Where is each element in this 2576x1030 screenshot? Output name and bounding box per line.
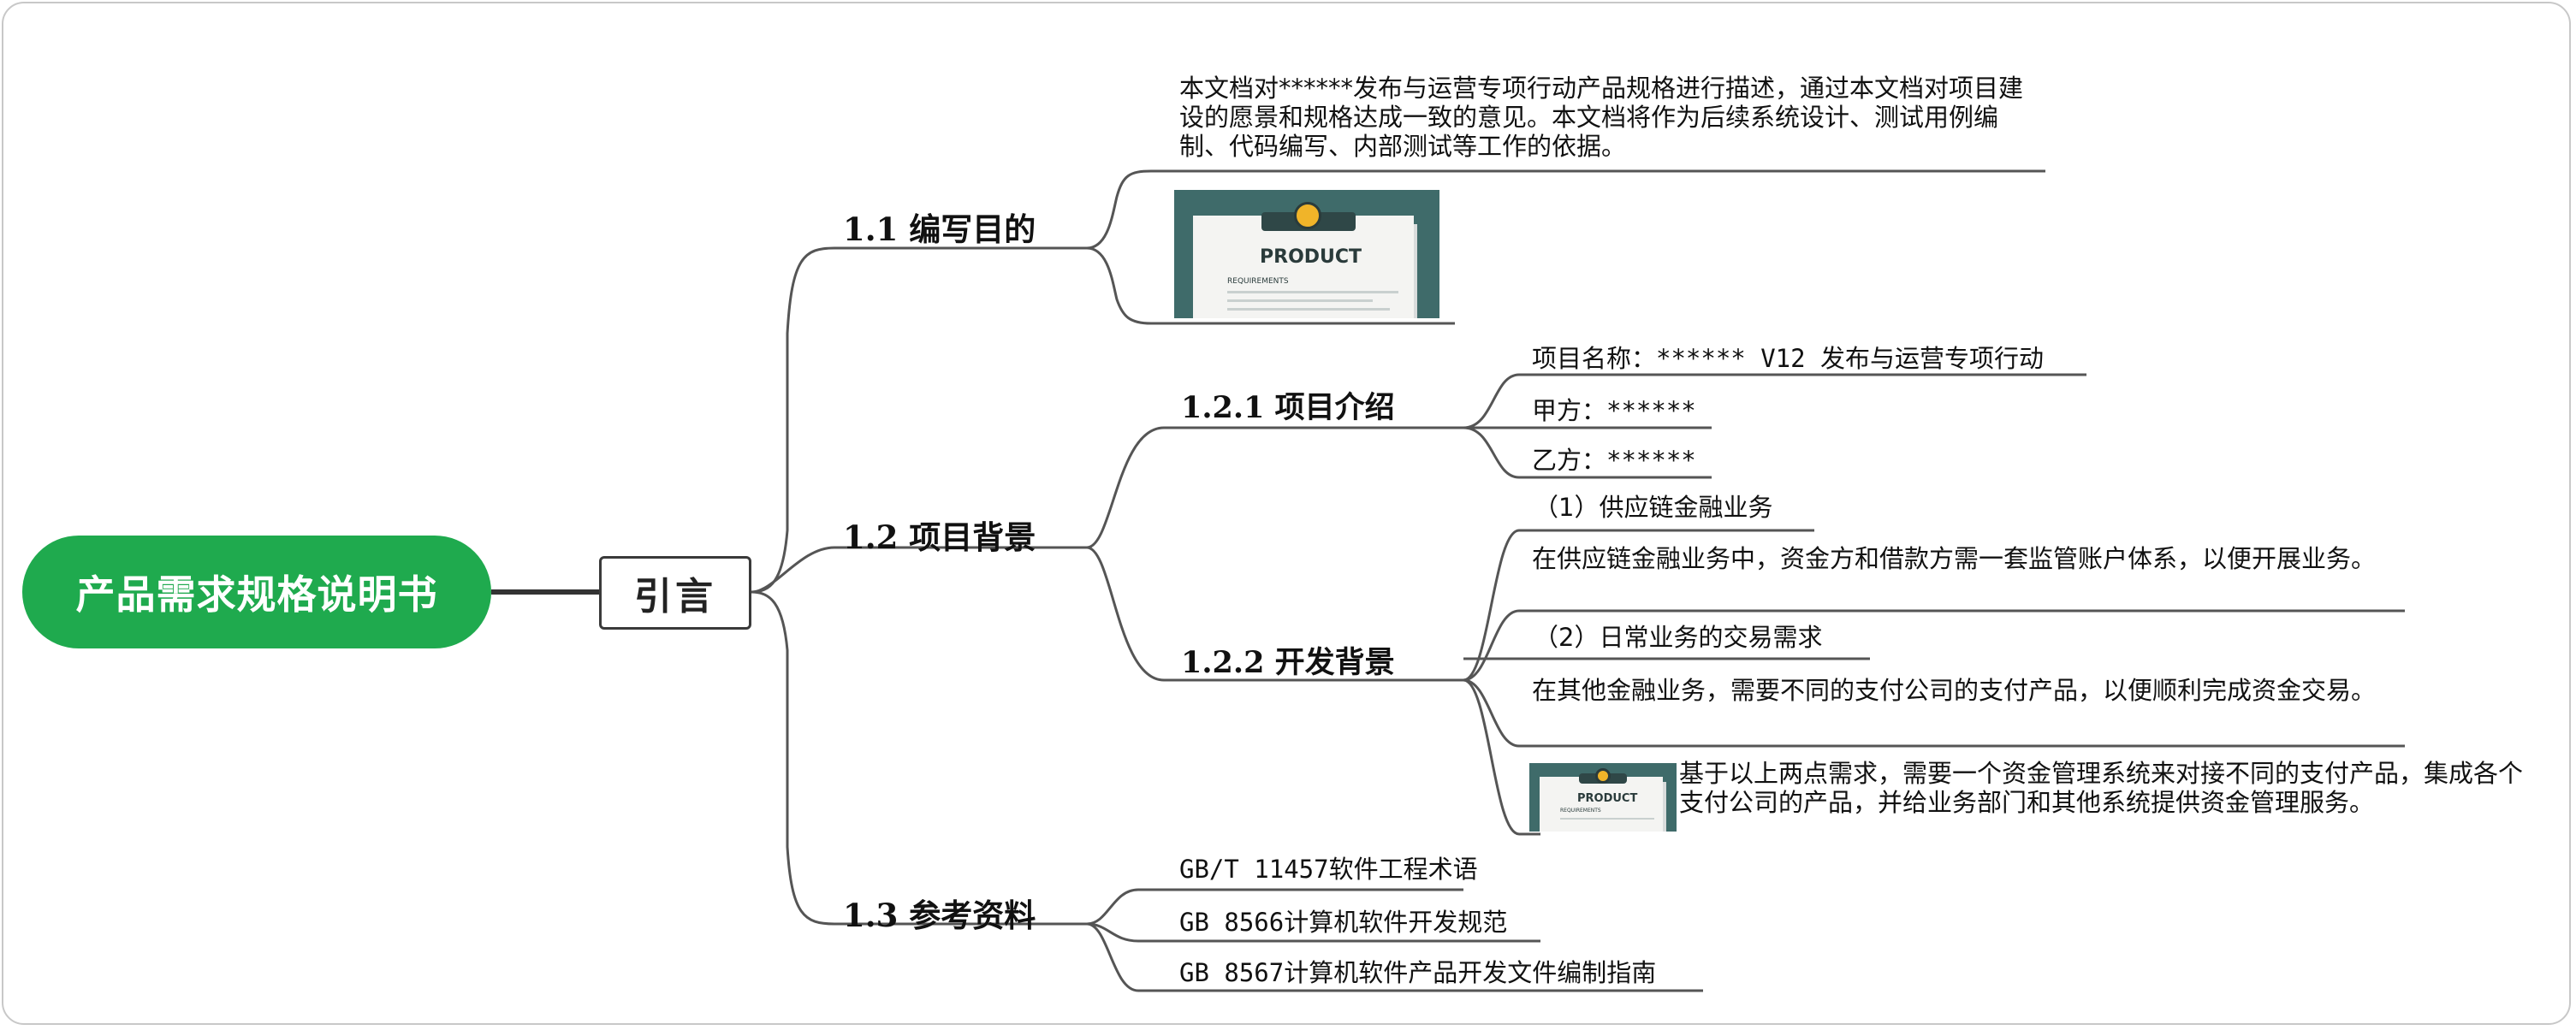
party-b-item[interactable]: 乙方：******	[1532, 446, 1696, 475]
dev-bg-item-3[interactable]: （2）日常业务的交易需求	[1534, 623, 1823, 652]
root-topic[interactable]: 产品需求规格说明书	[22, 536, 491, 648]
thumbnail-title: PRODUCT	[1577, 792, 1638, 805]
level1-topic[interactable]: 引言	[599, 556, 751, 630]
section-1-1-title[interactable]: 1.1 编写目的	[843, 210, 1036, 248]
thumbnail-subtitle: REQUIREMENTS	[1560, 808, 1601, 814]
dev-bg-item-1[interactable]: （1）供应链金融业务	[1534, 493, 1773, 522]
project-name-item[interactable]: 项目名称：****** V12 发布与运营专项行动	[1532, 344, 2045, 373]
reference-item-1[interactable]: GB/T 11457软件工程术语	[1179, 855, 1478, 884]
reference-item-3[interactable]: GB 8567计算机软件产品开发文件编制指南	[1179, 958, 1657, 987]
section-1-1-text[interactable]: 本文档对******发布与运营专项行动产品规格进行描述，通过本文档对项目建设的愿…	[1179, 74, 2024, 161]
section-1-2-1-title[interactable]: 1.2.1 项目介绍	[1181, 390, 1395, 425]
dev-bg-item-2[interactable]: 在供应链金融业务中，资金方和借款方需一套监管账户体系，以便开展业务。	[1532, 544, 2377, 573]
reference-item-2[interactable]: GB 8566计算机软件开发规范	[1179, 908, 1508, 937]
image-title: PRODUCT	[1260, 246, 1362, 268]
section-1-3-title[interactable]: 1.3 参考资料	[843, 897, 1036, 934]
party-a-item[interactable]: 甲方：******	[1532, 396, 1696, 425]
image-subtitle: REQUIREMENTS	[1227, 277, 1289, 286]
product-requirements-image: PRODUCT REQUIREMENTS	[1174, 190, 1439, 318]
section-1-2-2-title[interactable]: 1.2.2 开发背景	[1181, 645, 1395, 680]
dev-bg-item-5[interactable]: 基于以上两点需求，需要一个资金管理系统来对接不同的支付产品，集成各个支付公司的产…	[1679, 759, 2524, 817]
section-1-2-title[interactable]: 1.2 项目背景	[843, 518, 1036, 556]
product-requirements-thumbnail: PRODUCT REQUIREMENTS	[1529, 763, 1677, 832]
dev-bg-item-4[interactable]: 在其他金融业务，需要不同的支付公司的支付产品，以便顺利完成资金交易。	[1532, 676, 2377, 705]
